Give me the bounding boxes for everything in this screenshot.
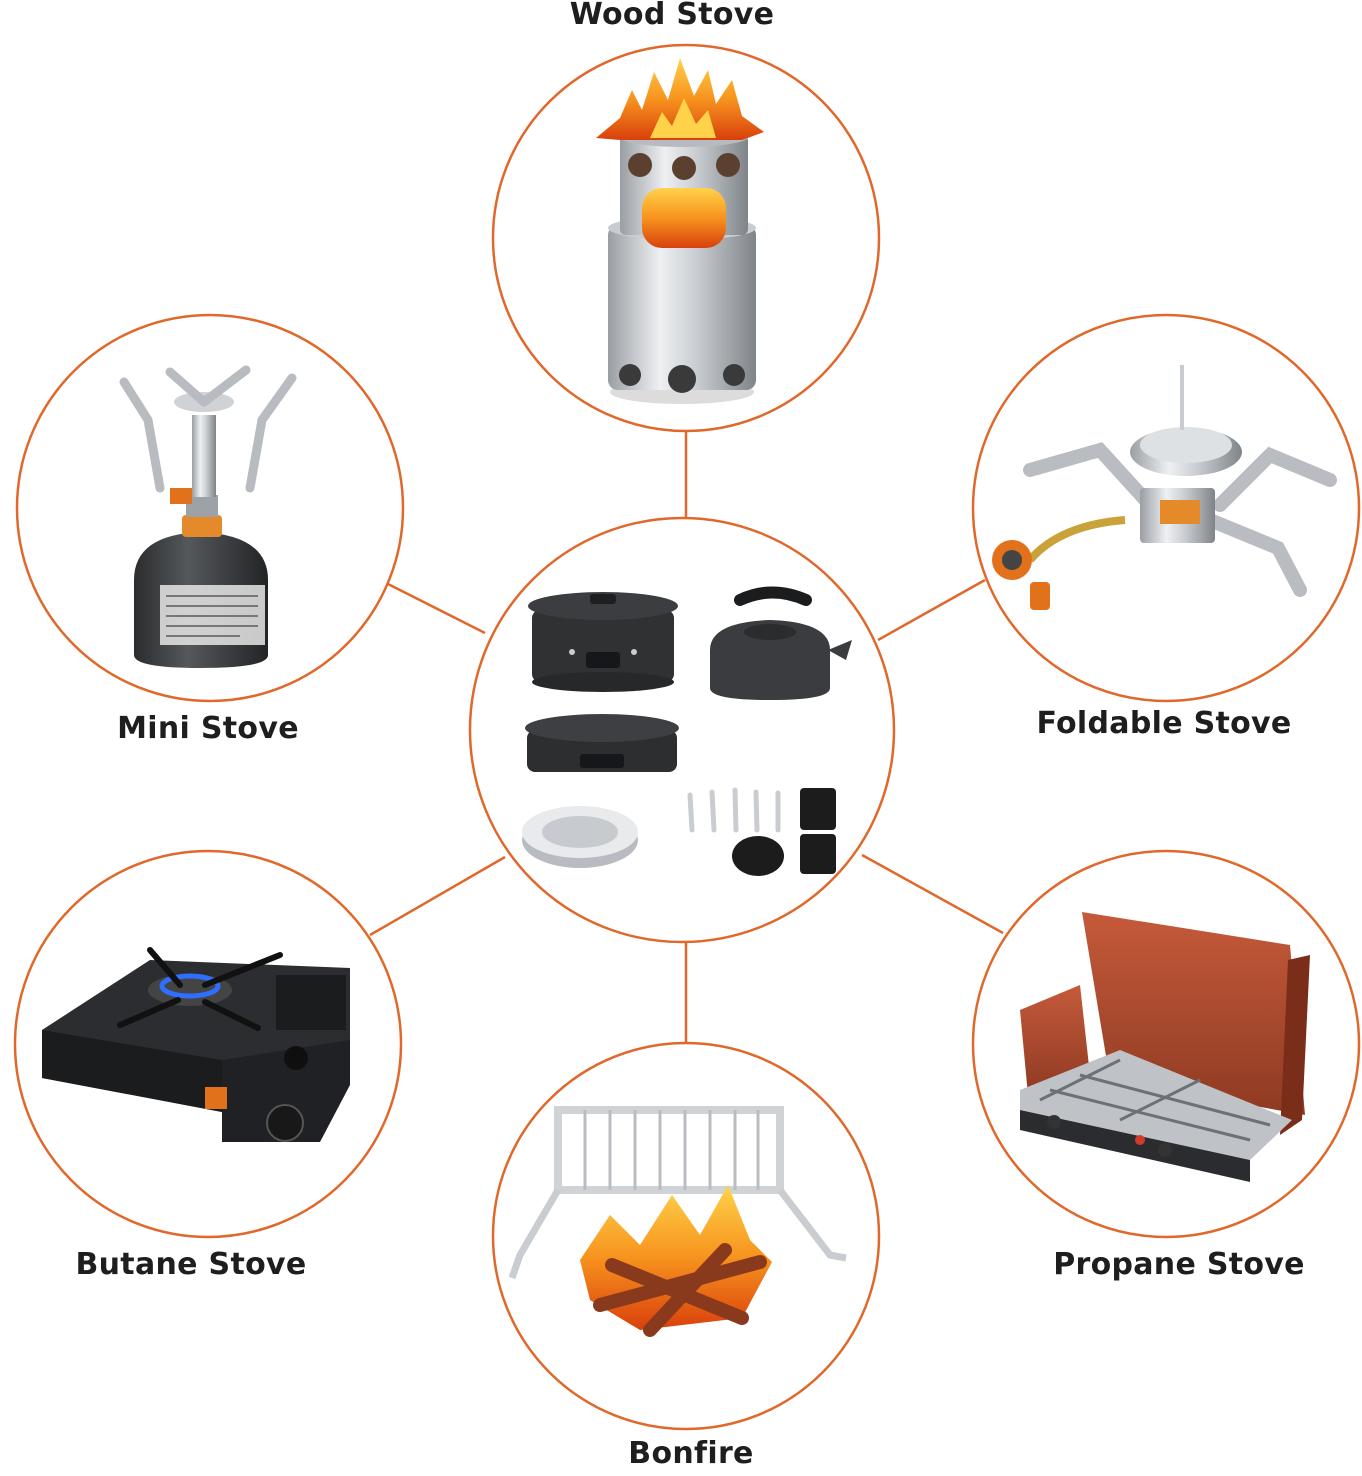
connector-foldable-stove — [877, 578, 986, 642]
butane-stove-label: Butane Stove — [75, 1247, 307, 1282]
bonfire-label: Bonfire — [628, 1436, 754, 1471]
connector-lines — [369, 432, 1004, 1043]
propane-stove-icon — [1020, 912, 1310, 1182]
bonfire-icon — [508, 1106, 847, 1337]
mini-stove-label: Mini Stove — [117, 711, 299, 746]
wood-stove-label: Wood Stove — [569, 0, 775, 32]
cookware-set — [522, 586, 852, 876]
frying-pan-icon — [525, 714, 679, 772]
foldable-stove-icon — [992, 365, 1337, 610]
kettle-icon — [710, 586, 852, 700]
mini-stove-icon — [119, 365, 297, 668]
propane-stove-label: Propane Stove — [1053, 1247, 1305, 1282]
utensil-set-icon — [687, 787, 781, 833]
connector-mini-stove — [387, 582, 486, 635]
wood-stove-icon — [596, 58, 764, 404]
connector-propane-stove — [861, 853, 1004, 935]
cooking-pot-icon — [528, 592, 678, 692]
foldable-stove-label: Foldable Stove — [1036, 706, 1292, 741]
plate-icon — [522, 806, 638, 868]
storage-bag-icon — [732, 788, 836, 876]
connector-butane-stove — [369, 855, 506, 937]
butane-stove-icon — [42, 947, 350, 1142]
